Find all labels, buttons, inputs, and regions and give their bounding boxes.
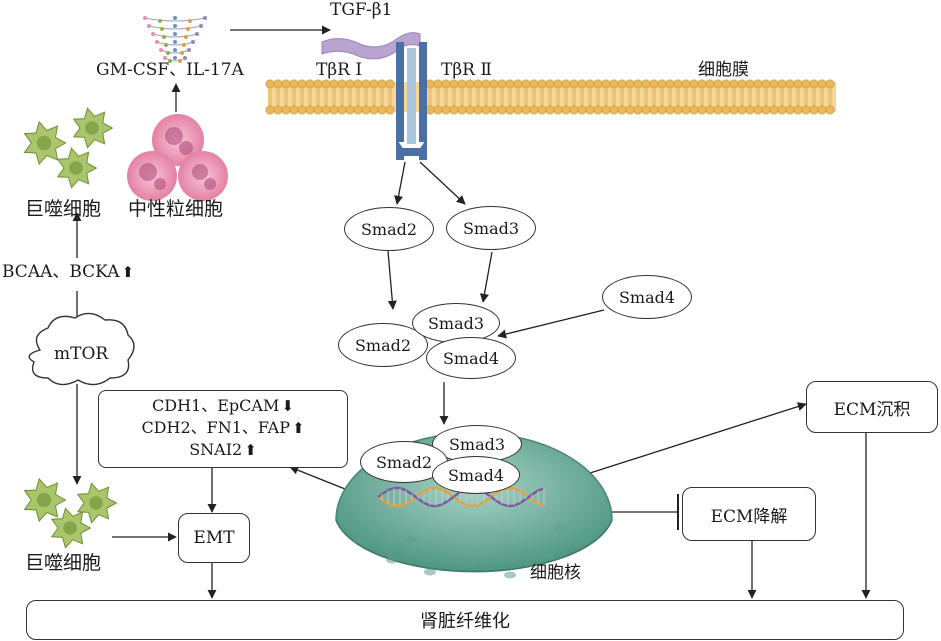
- gene-line-1: CDH1、EpCAM: [99, 395, 347, 417]
- macrophage-top-cells: [23, 107, 114, 189]
- smad3-mid: Smad3: [412, 303, 500, 343]
- macrophage-bottom-cells: [23, 477, 118, 549]
- mtor-label: mTOR: [54, 344, 109, 364]
- smad2-mid: Smad2: [338, 323, 428, 367]
- mtor-cloud: [28, 312, 135, 386]
- smad4-right: Smad4: [602, 275, 692, 319]
- bcaa-bcka-label: BCAA、BCKA: [2, 264, 134, 281]
- smad2-top: Smad2: [344, 207, 434, 251]
- smad2-nucleus: Smad2: [360, 441, 448, 483]
- smad4-mid: Smad4: [426, 337, 516, 379]
- ecm-deposition-box: ECM沉积: [806, 381, 938, 433]
- tgf-beta1-ligand: [321, 32, 421, 60]
- cytokine-cluster: [143, 16, 207, 63]
- arrows: [72, 25, 871, 599]
- tbr2-label: TβR Ⅱ: [441, 60, 492, 80]
- neutrophil-label: 中性粒细胞: [128, 198, 224, 220]
- nucleus-label: 细胞核: [530, 563, 581, 583]
- neutrophil-cells: [127, 114, 228, 201]
- tbr1-label: TβR Ⅰ: [316, 60, 363, 80]
- cell-membrane-label: 细胞膜: [698, 60, 749, 80]
- macrophage-bottom-label: 巨噬细胞: [25, 552, 102, 574]
- smad4-nucleus: Smad4: [432, 456, 520, 494]
- gene-line-2: CDH2、FN1、FAP: [99, 417, 347, 439]
- kidney-fibrosis-box: 肾脏纤维化: [26, 600, 904, 640]
- macrophage-top-label: 巨噬细胞: [25, 198, 102, 220]
- smad3-top: Smad3: [446, 206, 536, 250]
- gene-expression-box: CDH1、EpCAM CDH2、FN1、FAP SNAI2: [98, 390, 348, 468]
- ecm-degradation-box: ECM降解: [682, 487, 816, 541]
- gene-line-3: SNAI2: [99, 439, 347, 461]
- cytokines-label: GM-CSF、IL-17A: [96, 60, 244, 80]
- tgf-beta1-label: TGF-β1: [330, 0, 393, 20]
- receptor-complex: [396, 42, 427, 160]
- emt-box: EMT: [178, 513, 250, 563]
- cell-membrane: [265, 79, 836, 115]
